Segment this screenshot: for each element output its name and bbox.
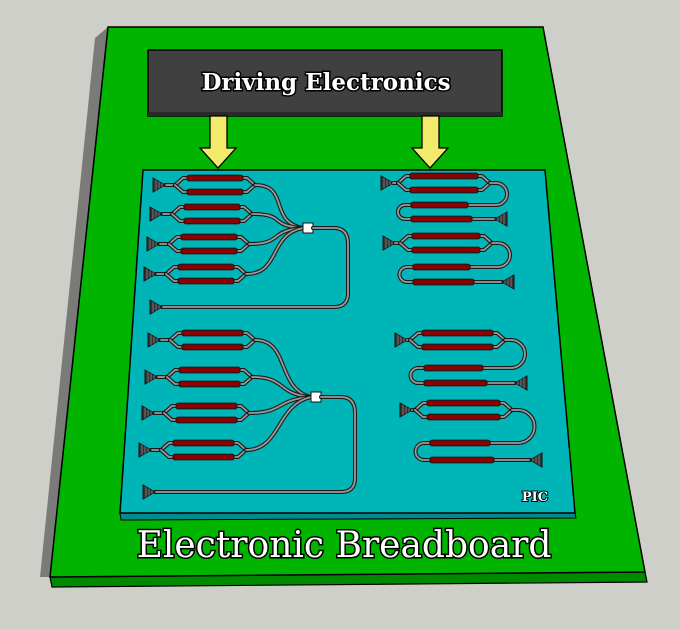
heater-electrode <box>181 329 244 337</box>
arrow-down-icon <box>410 115 450 169</box>
heater-electrode <box>410 201 469 209</box>
board-shadow <box>40 27 108 577</box>
waveguide-core <box>251 376 312 398</box>
waveguide-core <box>245 227 304 275</box>
waveguide-core <box>161 227 349 308</box>
heater-electrode <box>172 453 235 461</box>
heater-electrode <box>178 380 241 388</box>
heater-electrode <box>412 263 471 271</box>
breadboard-label: Electronic Breadboard <box>137 525 552 566</box>
heater-electrode <box>410 215 473 223</box>
heater-electrode <box>409 186 479 194</box>
waveguide-core <box>398 242 511 283</box>
heater-electrode <box>181 343 244 351</box>
driving-electronics-box <box>147 49 503 117</box>
pic-chip <box>119 169 576 514</box>
arrow-down-icon <box>198 115 238 169</box>
pic-label: PIC <box>522 490 548 505</box>
heater-electrode <box>183 217 241 225</box>
heater-electrode <box>180 247 238 255</box>
waveguide-core <box>254 184 304 229</box>
waveguide-core <box>254 339 312 398</box>
heater-electrode <box>178 366 241 374</box>
waveguide-core <box>245 396 312 451</box>
heater-electrode <box>177 277 235 285</box>
heater-electrode <box>172 439 235 447</box>
heater-electrode <box>426 399 501 407</box>
heater-electrode <box>186 188 244 196</box>
heater-electrode <box>186 174 244 182</box>
heater-electrode <box>423 379 488 387</box>
waveguide-core <box>414 409 536 461</box>
heater-electrode <box>175 416 238 424</box>
waveguide-core <box>409 339 526 384</box>
heater-electrode <box>175 402 238 410</box>
heater-electrode <box>180 233 238 241</box>
heater-electrode <box>177 263 235 271</box>
heater-electrode <box>421 329 494 337</box>
heater-electrode <box>412 278 475 286</box>
driving-electronics-box-edge <box>148 112 502 116</box>
waveguide-core <box>154 396 356 493</box>
heater-electrode <box>423 364 484 372</box>
heater-electrode <box>421 343 494 351</box>
heater-electrode <box>183 203 241 211</box>
waveguide-core <box>397 182 508 220</box>
driving-electronics-label: Driving Electronics <box>201 69 450 96</box>
heater-electrode <box>429 456 495 464</box>
waveguide-core <box>248 396 312 414</box>
heater-electrode <box>426 413 501 421</box>
heater-electrode <box>411 232 481 240</box>
heater-electrode <box>411 246 481 254</box>
heater-electrode <box>409 172 479 180</box>
photonic-circuits <box>138 172 543 500</box>
heater-electrode <box>429 439 491 447</box>
